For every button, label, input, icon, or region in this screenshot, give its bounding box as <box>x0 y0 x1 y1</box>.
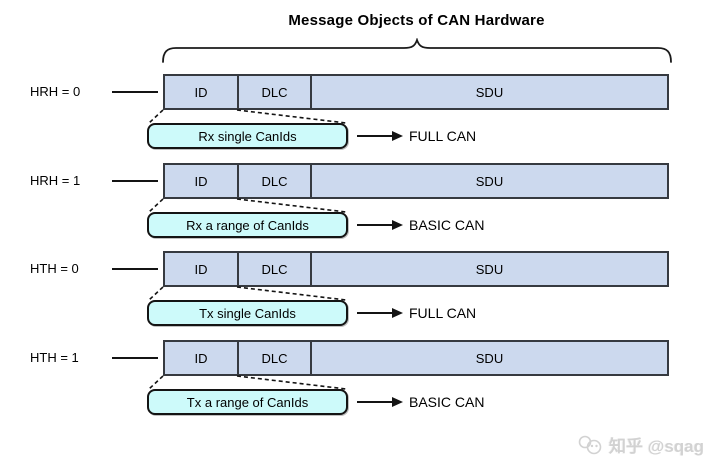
sdu-field: SDU <box>475 84 504 100</box>
dlc-field: DLC <box>237 76 312 108</box>
hrh-label: HRH = 1 <box>30 173 81 188</box>
can-type-label: BASIC CAN <box>409 217 485 233</box>
sdu-field: SDU <box>475 350 504 366</box>
message-object-box: ID DLC SDU <box>163 74 669 110</box>
arrow-icon <box>357 308 403 318</box>
leader-line <box>112 357 158 359</box>
leader-line <box>112 180 158 182</box>
can-type-label: FULL CAN <box>409 305 477 321</box>
callout-dashed-lines <box>148 109 347 124</box>
watermark-mascot-icon <box>578 435 602 454</box>
canid-callout: Rx a range of CanIds <box>147 212 348 238</box>
sdu-field: SDU <box>475 173 504 189</box>
dlc-field: DLC <box>237 253 312 285</box>
sdu-field: SDU <box>475 261 504 277</box>
callout-dashed-lines <box>148 198 347 213</box>
callout-dashed-lines <box>148 286 347 301</box>
message-object-row: HTH = 1 ID DLC SDU Tx a range of CanIds … <box>0 340 720 422</box>
callout-dashed-lines <box>148 375 347 390</box>
watermark: 知乎 @sqag <box>577 432 704 457</box>
hth-label: HTH = 1 <box>30 350 79 365</box>
canid-callout: Rx single CanIds <box>147 123 348 149</box>
id-field: ID <box>194 350 208 366</box>
can-type-label: FULL CAN <box>409 128 477 144</box>
leader-line <box>112 268 158 270</box>
id-field: ID <box>194 173 208 189</box>
arrow-icon <box>357 397 403 407</box>
message-object-box: ID DLC SDU <box>163 340 669 376</box>
message-object-box: ID DLC SDU <box>163 163 669 199</box>
diagram-title: Message Objects of CAN Hardware <box>288 12 545 29</box>
arrow-icon <box>357 220 403 230</box>
id-field: ID <box>194 261 208 277</box>
canid-callout: Tx a range of CanIds <box>147 389 348 415</box>
message-object-row: HTH = 0 ID DLC SDU Tx single CanIds FULL… <box>0 251 720 333</box>
can-type-label: BASIC CAN <box>409 394 485 410</box>
watermark-text: 知乎 @sqag <box>609 437 704 456</box>
arrow-icon <box>357 131 403 141</box>
message-object-row: HRH = 1 ID DLC SDU Rx a range of CanIds … <box>0 163 720 245</box>
top-brace <box>162 38 672 63</box>
id-field: ID <box>194 84 208 100</box>
canid-callout: Tx single CanIds <box>147 300 348 326</box>
dlc-field: DLC <box>237 165 312 197</box>
message-object-box: ID DLC SDU <box>163 251 669 287</box>
hth-label: HTH = 0 <box>30 261 79 276</box>
leader-line <box>112 91 158 93</box>
hrh-label: HRH = 0 <box>30 84 81 99</box>
dlc-field: DLC <box>237 342 312 374</box>
message-object-row: HRH = 0 ID DLC SDU Rx single CanIds FULL… <box>0 74 720 156</box>
